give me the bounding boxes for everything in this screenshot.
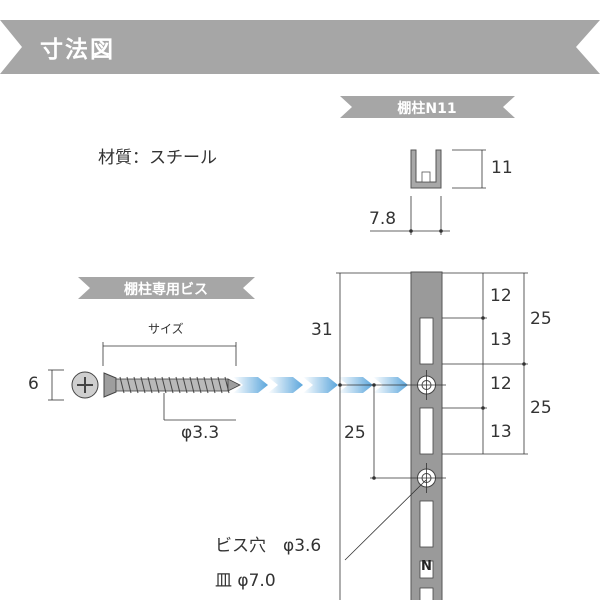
countersink-label: 皿 φ7.0 bbox=[215, 571, 276, 591]
screw-size-label: サイズ bbox=[148, 322, 184, 336]
page-title: 寸法図 bbox=[40, 37, 115, 63]
rail-total-dim: 31 bbox=[311, 320, 333, 340]
n11-height-dim: 11 bbox=[491, 158, 513, 178]
rail-pitch-dim-top: 25 bbox=[530, 309, 552, 329]
rail-dim-13-bottom: 13 bbox=[490, 422, 512, 442]
n11-width-dim: 7.8 bbox=[369, 209, 397, 229]
rail-pitch-dim-bottom: 25 bbox=[530, 398, 552, 418]
screw-diameter-dim: φ3.3 bbox=[181, 423, 220, 443]
rail-dimensions bbox=[336, 272, 528, 600]
rail-dim-13-top: 13 bbox=[490, 330, 512, 350]
title-banner bbox=[0, 20, 600, 74]
screw-head-dim: 6 bbox=[28, 374, 39, 394]
rail-dim-12-bottom: 12 bbox=[490, 374, 512, 394]
shelf-rail bbox=[410, 271, 443, 600]
screw-drawing bbox=[48, 342, 241, 421]
n11-banner bbox=[340, 96, 515, 118]
n11-banner-label: 棚柱N11 bbox=[397, 101, 457, 117]
rail-hole-spacing-dim: 25 bbox=[344, 423, 366, 443]
screw-banner bbox=[78, 277, 255, 299]
rail-stamp: N bbox=[421, 559, 432, 574]
screw-banner-label: 棚柱専用ビス bbox=[124, 282, 208, 298]
rail-dim-12-top: 12 bbox=[490, 286, 512, 306]
screw-hole-label: ビス穴 φ3.6 bbox=[215, 536, 322, 556]
material-label: 材質：スチール bbox=[98, 148, 217, 168]
n11-cross-section bbox=[370, 149, 486, 235]
